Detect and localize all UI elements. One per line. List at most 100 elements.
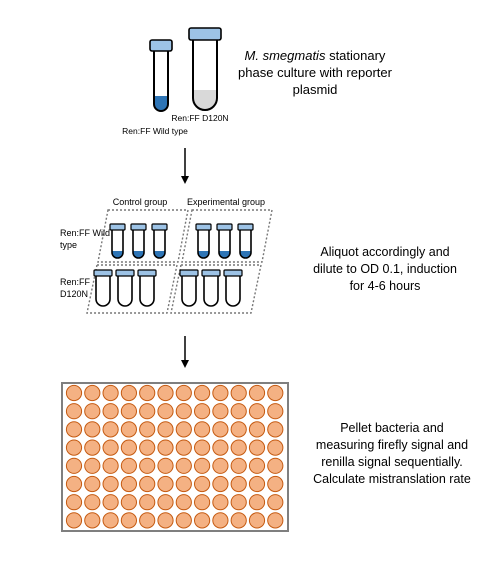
aliquot-tube-wild-type-icon — [195, 223, 212, 259]
plate-well — [194, 475, 211, 493]
plate-well — [139, 512, 156, 529]
plate-well — [65, 457, 83, 474]
plate-well — [120, 494, 137, 511]
plate-well — [230, 512, 247, 529]
plate-well — [212, 512, 229, 529]
plate-well — [212, 494, 229, 511]
aliquot-tube-wild-type-icon — [151, 223, 168, 259]
plate-well — [212, 421, 229, 438]
plate-well — [84, 403, 101, 420]
plate-well — [157, 384, 174, 402]
plate-well — [194, 457, 211, 474]
plate-well — [175, 403, 192, 420]
plate-well — [212, 475, 229, 493]
step1-description-line3: plasmid — [293, 82, 338, 97]
organism-name: M. smegmatis — [245, 48, 326, 63]
plate-well — [84, 439, 101, 456]
plate-well — [65, 403, 83, 420]
frame-control-wild-type — [97, 209, 189, 263]
plate-well — [194, 494, 211, 511]
plate-well — [120, 512, 137, 529]
tubes-d120n-row — [93, 269, 243, 307]
culture-tubes — [149, 27, 222, 112]
step1-description-tail: stationary — [325, 48, 385, 63]
plate-well — [84, 421, 101, 438]
plate-well — [120, 384, 137, 402]
plate-well — [248, 475, 266, 493]
plate-well — [157, 421, 174, 438]
plate-well — [267, 384, 284, 402]
aliquot-tube-wild-type-icon — [216, 223, 233, 259]
frame-experimental-d120n — [170, 264, 262, 314]
plate-well — [139, 457, 156, 474]
plate-well — [230, 494, 247, 511]
plate-well — [157, 475, 174, 493]
aliquot-tube-d120n-icon — [223, 269, 243, 307]
plate-well — [212, 457, 229, 474]
plate-well — [267, 421, 284, 438]
frame-experimental-wild-type — [181, 209, 273, 263]
plate-well — [102, 421, 119, 438]
plate-well — [175, 421, 192, 438]
aliquot-tube-wild-type-icon — [109, 223, 126, 259]
step3-description-line4: Calculate mistranslation rate — [313, 472, 471, 486]
plate-well — [120, 439, 137, 456]
plate-well — [175, 512, 192, 529]
plate-well — [65, 421, 83, 438]
row-label-d120n-line2: D120N — [60, 289, 88, 299]
plate-well — [194, 403, 211, 420]
plate-well — [175, 457, 192, 474]
step3-description-line1: Pellet bacteria and — [340, 421, 444, 435]
plate-well — [65, 384, 83, 402]
step1-description-line2: phase culture with reporter — [238, 65, 393, 80]
plate-well — [212, 384, 229, 402]
plate-well — [194, 384, 211, 402]
step2-description-line1: Aliquot accordingly and — [320, 245, 449, 259]
aliquot-tube-wild-type-icon — [130, 223, 147, 259]
plate-well — [230, 457, 247, 474]
plate-well — [157, 494, 174, 511]
plate-well — [248, 512, 266, 529]
plate-well — [194, 439, 211, 456]
plate-well — [65, 475, 83, 493]
group-frames — [86, 209, 273, 314]
row-label-wild-type-line1: Ren:FF Wild — [60, 228, 110, 238]
plate-well — [175, 494, 192, 511]
plate-well — [267, 475, 284, 493]
plate-well — [157, 457, 174, 474]
plate-well — [65, 512, 83, 529]
plate-well — [230, 421, 247, 438]
plate-well — [102, 457, 119, 474]
plate-well — [102, 403, 119, 420]
row-label-d120n-line1: Ren:FF — [60, 277, 91, 287]
tubes-wild-type-row — [109, 223, 254, 259]
plate-well — [120, 457, 137, 474]
plate-well — [248, 494, 266, 511]
step2-description-line3: for 4-6 hours — [350, 279, 421, 293]
plate-well — [230, 439, 247, 456]
plate-well — [212, 439, 229, 456]
plate-well — [157, 439, 174, 456]
step3-description-line2: measuring firefly signal and — [316, 438, 468, 452]
plate-well — [175, 384, 192, 402]
plate-well — [102, 439, 119, 456]
plate-well — [65, 439, 83, 456]
plate-well — [230, 403, 247, 420]
plate-well — [139, 403, 156, 420]
control-group-label: Control group — [113, 197, 168, 207]
row-label-wild-type-line2: type — [60, 240, 77, 250]
plate-well — [157, 512, 174, 529]
plate-well — [139, 421, 156, 438]
plate-well — [267, 403, 284, 420]
label-ren-ff-wild-type: Ren:FF Wild type — [122, 126, 188, 136]
plate-well — [248, 384, 266, 402]
plate-well — [267, 494, 284, 511]
aliquot-tube-d120n-icon — [93, 269, 113, 307]
plate-well — [84, 457, 101, 474]
frame-control-d120n — [86, 264, 178, 314]
plate-well — [194, 421, 211, 438]
plate-well — [84, 384, 101, 402]
plate-well — [84, 512, 101, 529]
plate-well — [194, 512, 211, 529]
